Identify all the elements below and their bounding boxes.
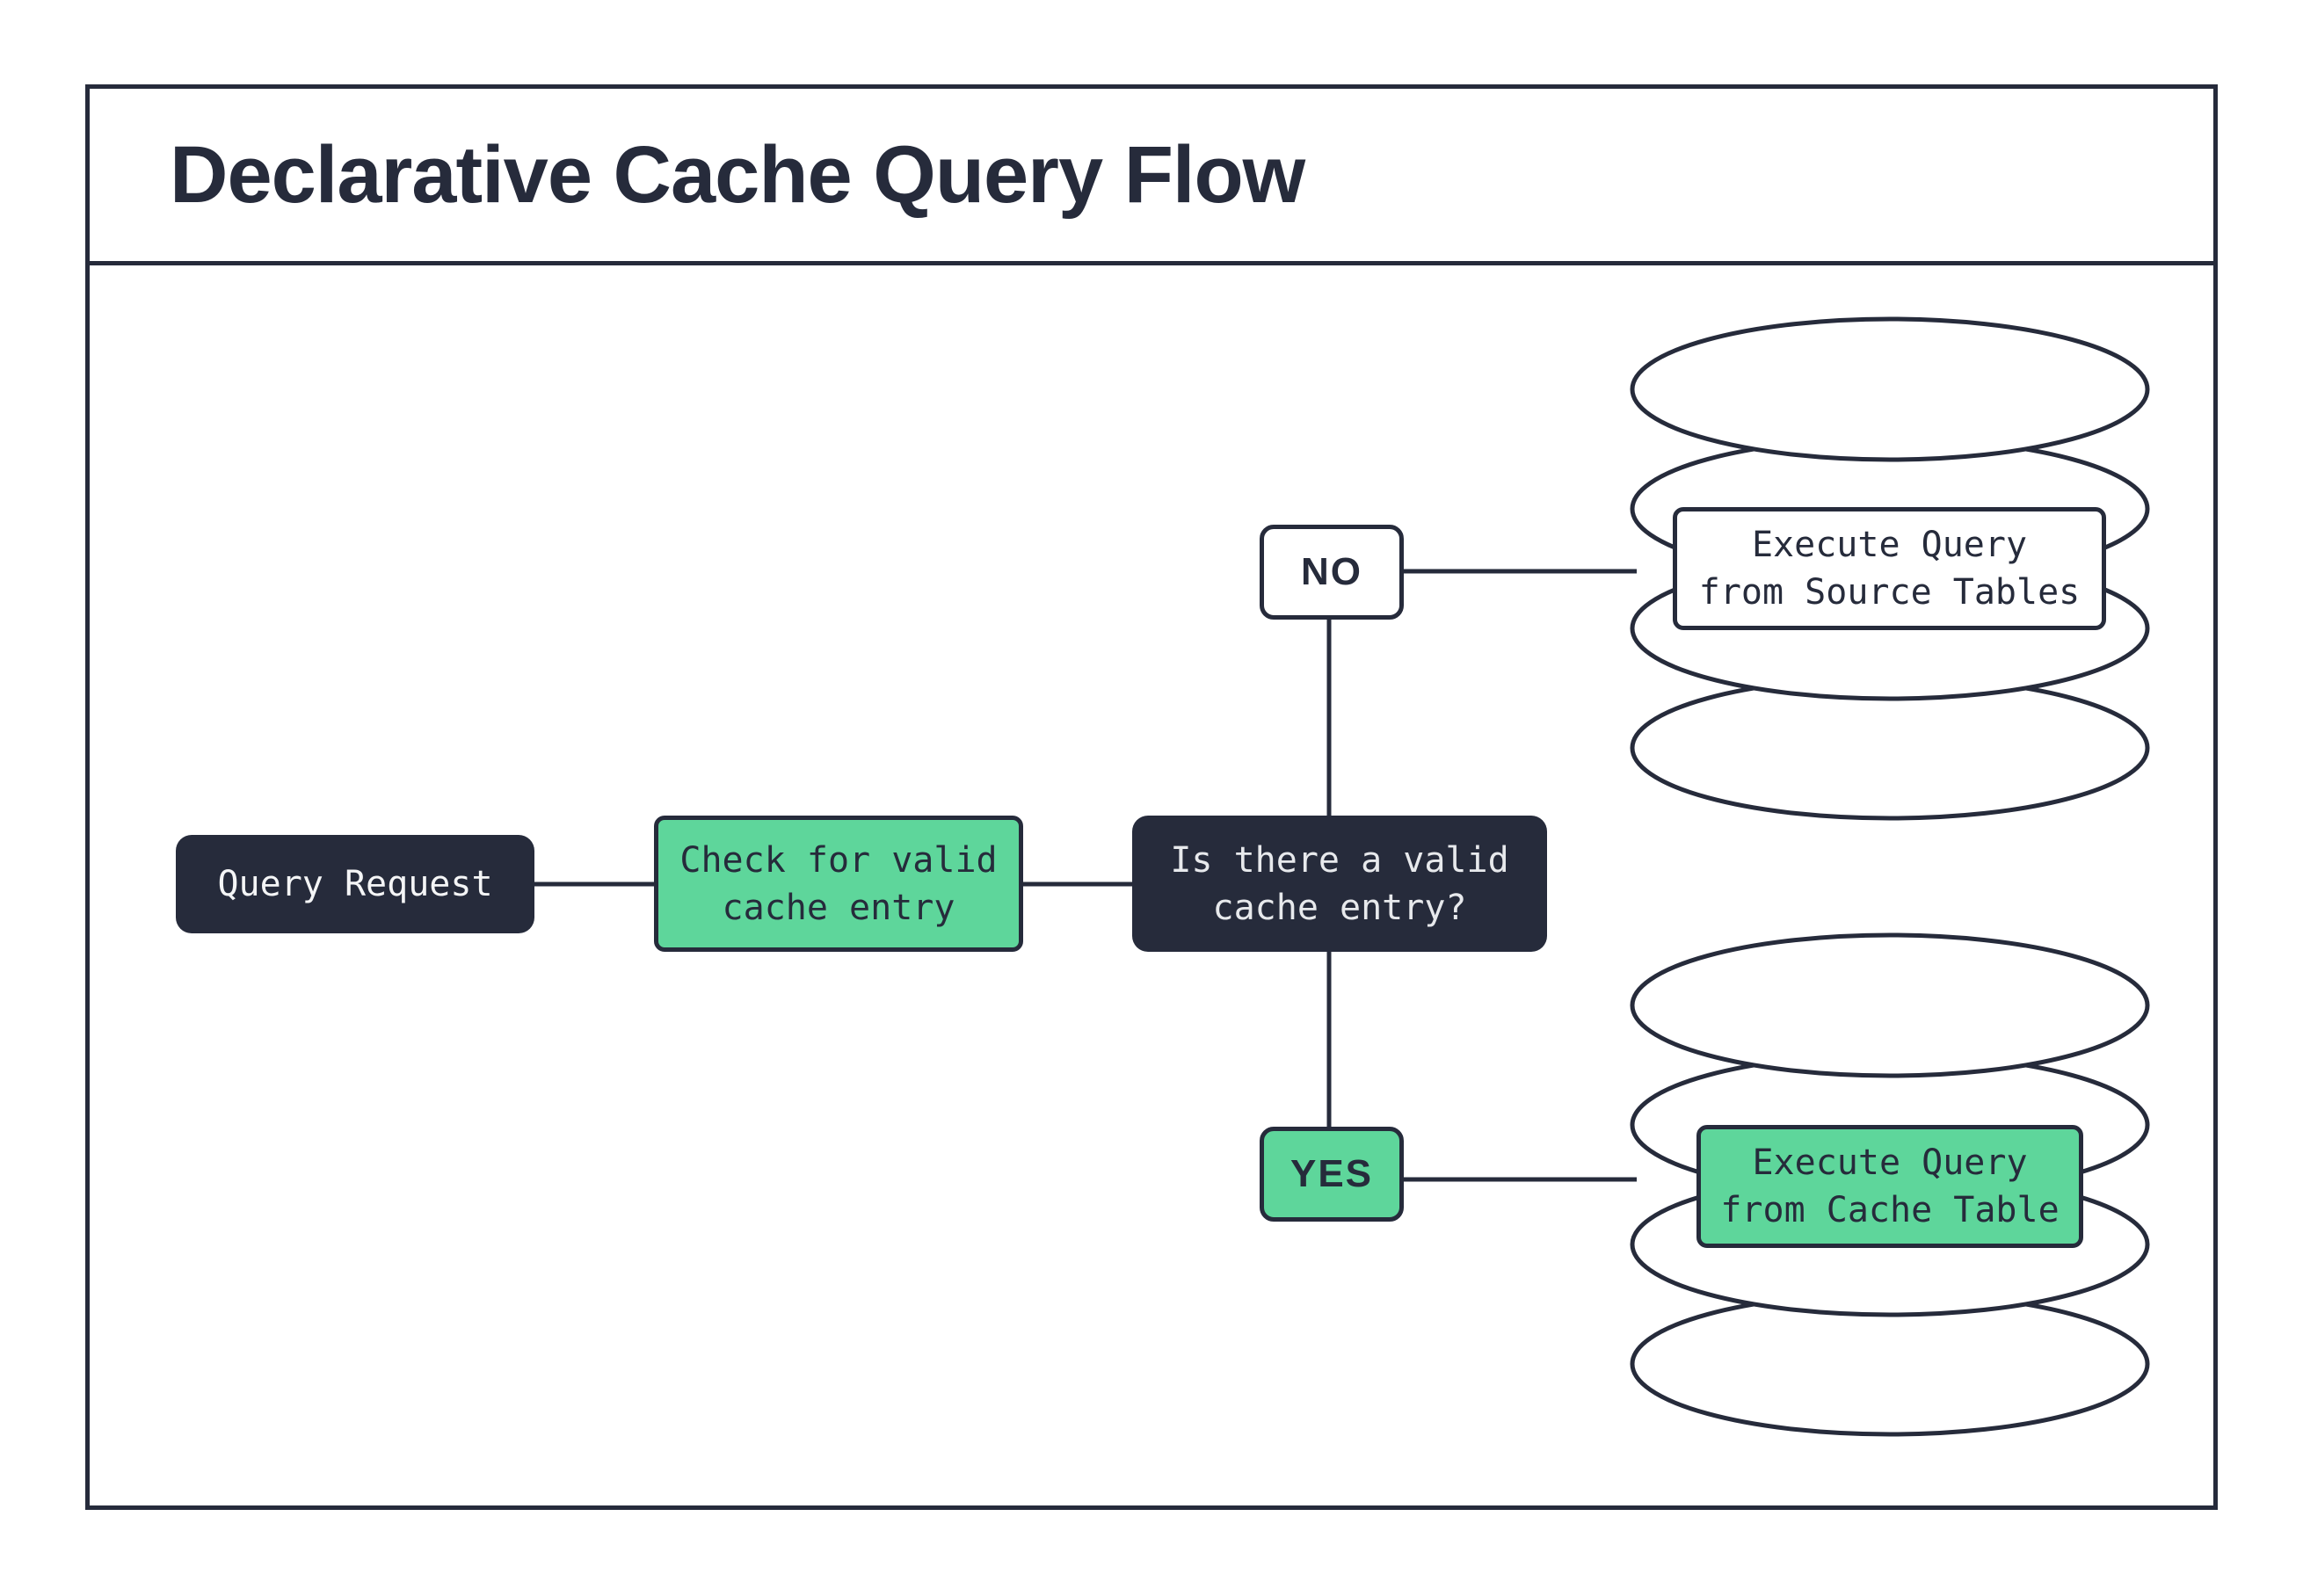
node-decision-valid-cache: Is there a valid cache entry? bbox=[1132, 816, 1547, 952]
titlebar: Declarative Cache Query Flow bbox=[170, 89, 2103, 261]
node-execute-cache-table: Execute Query from Cache Table bbox=[1696, 1125, 2083, 1248]
cylinder-disk bbox=[1630, 932, 2150, 1078]
diagram-frame bbox=[85, 84, 2218, 1510]
cylinder-disk bbox=[1630, 316, 2150, 462]
node-branch-yes: YES bbox=[1260, 1127, 1404, 1222]
node-execute-source-tables: Execute Query from Source Tables bbox=[1673, 507, 2106, 630]
node-check-cache-entry: Check for valid cache entry bbox=[654, 816, 1023, 952]
node-branch-no: NO bbox=[1260, 525, 1404, 620]
titlebar-divider bbox=[85, 261, 2218, 265]
page-title: Declarative Cache Query Flow bbox=[170, 129, 1305, 220]
node-query-request: Query Request bbox=[176, 835, 534, 933]
